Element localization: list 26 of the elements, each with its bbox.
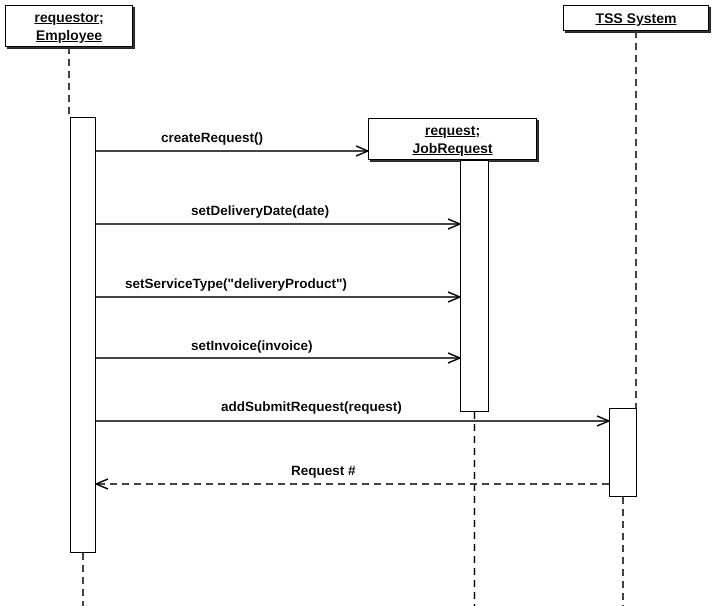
activation-bar bbox=[609, 408, 637, 497]
lifeline bbox=[474, 412, 476, 606]
edge-label: Request # bbox=[290, 463, 357, 479]
message-arrow bbox=[96, 291, 461, 303]
object-name: TSS System bbox=[596, 9, 676, 27]
object-name: request; JobRequest bbox=[411, 121, 494, 157]
object-box bbox=[5, 5, 133, 47]
return-arrow bbox=[95, 478, 609, 490]
edge-label: setServiceType("deliveryProduct") bbox=[124, 276, 348, 292]
lifeline bbox=[622, 497, 624, 606]
edge-label: createRequest() bbox=[160, 130, 264, 146]
object-box bbox=[563, 5, 709, 31]
message-arrow bbox=[96, 415, 610, 427]
message-arrow bbox=[96, 145, 369, 157]
message-arrow bbox=[96, 218, 461, 230]
edge-label: addSubmitRequest(request) bbox=[220, 399, 403, 415]
object-name: requestor; Employee bbox=[33, 8, 105, 44]
message-arrow bbox=[96, 352, 461, 364]
activation-bar bbox=[460, 160, 489, 412]
lifeline bbox=[635, 31, 637, 408]
object-box bbox=[368, 118, 537, 160]
activation-bar bbox=[70, 117, 96, 553]
edge-label: setDeliveryDate(date) bbox=[190, 203, 330, 219]
edge-label: setInvoice(invoice) bbox=[190, 338, 314, 354]
lifeline bbox=[68, 47, 70, 117]
lifeline bbox=[82, 553, 84, 606]
